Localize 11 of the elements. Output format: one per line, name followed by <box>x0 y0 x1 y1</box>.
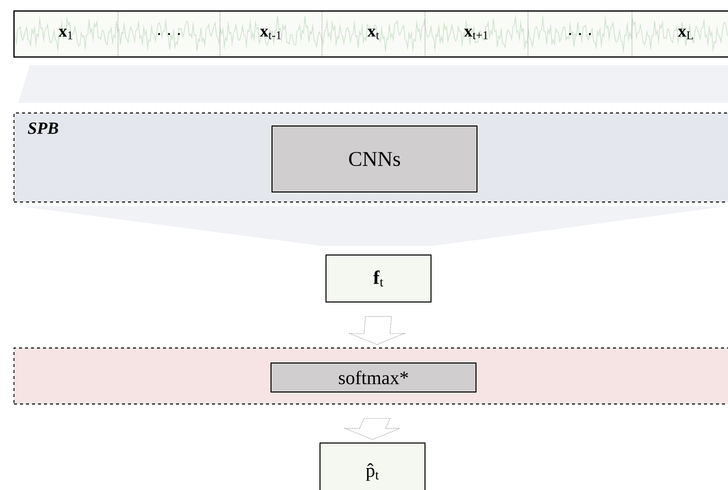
sequence-cell: x$_{t+1}$ <box>464 28 488 40</box>
sequence-cell: . . . <box>569 33 591 35</box>
sequence-cell: x$_{t}$ <box>367 28 380 40</box>
sequence-cell: x$_{1}$ <box>58 28 72 40</box>
sequence-cell: x$_{L}$ <box>678 28 693 40</box>
sequence-cell: . . . <box>158 33 180 35</box>
output-box: p̂$_{t}$ <box>320 442 426 490</box>
process-box: softmax* <box>270 362 476 392</box>
sequence-cell: x$_{t-1}$ <box>260 28 281 40</box>
process-box: CNNs <box>272 126 478 192</box>
output-box: f$_{t}$ <box>326 254 432 302</box>
